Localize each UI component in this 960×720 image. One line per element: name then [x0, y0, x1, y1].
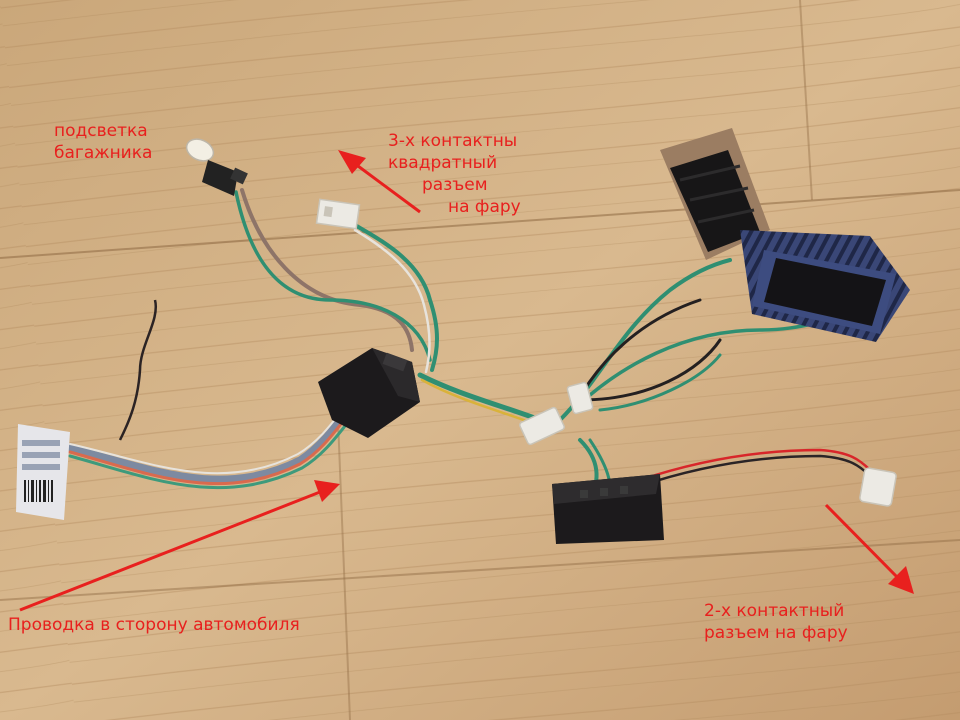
annotation-arrows	[19, 150, 914, 612]
label-three-pin-line1: 3-х контактны	[388, 131, 518, 151]
floor-seam	[0, 189, 960, 259]
label-two-pin-line2: разъем на фару	[704, 623, 848, 643]
label-trunk-light-line1: подсветка	[54, 121, 148, 141]
barcode-tag	[16, 424, 70, 520]
central-black-connector	[318, 348, 420, 438]
label-trunk-light: подсветка багажника	[54, 120, 152, 164]
wires-upper	[234, 188, 439, 374]
middle-connectors	[519, 381, 594, 446]
trunk-light-bulb	[185, 138, 248, 196]
loose-black-wire	[118, 299, 158, 441]
label-three-pin-line4: на фару	[448, 197, 521, 217]
label-three-pin-line2: квадратный	[388, 153, 498, 173]
label-two-pin: 2-х контактный разъем на фару	[704, 600, 848, 644]
three-pin-connector	[315, 198, 361, 230]
label-three-pin-line3: разъем	[422, 175, 488, 195]
label-two-pin-line1: 2-х контактный	[704, 601, 845, 621]
control-box	[552, 474, 664, 544]
arrow-wiring-to-car	[19, 490, 321, 612]
label-three-pin: 3-х контактны квадратный разъем на фару	[388, 130, 521, 218]
arrow-two-pin	[824, 503, 902, 582]
label-wiring-to-car: Проводка в сторону автомобиля	[8, 615, 300, 635]
heatsink-module	[740, 230, 910, 342]
label-trunk-light-line2: багажника	[54, 143, 153, 163]
brown-module	[660, 128, 770, 260]
arrow-three-pin	[357, 164, 421, 214]
two-pin-connector	[859, 467, 897, 507]
